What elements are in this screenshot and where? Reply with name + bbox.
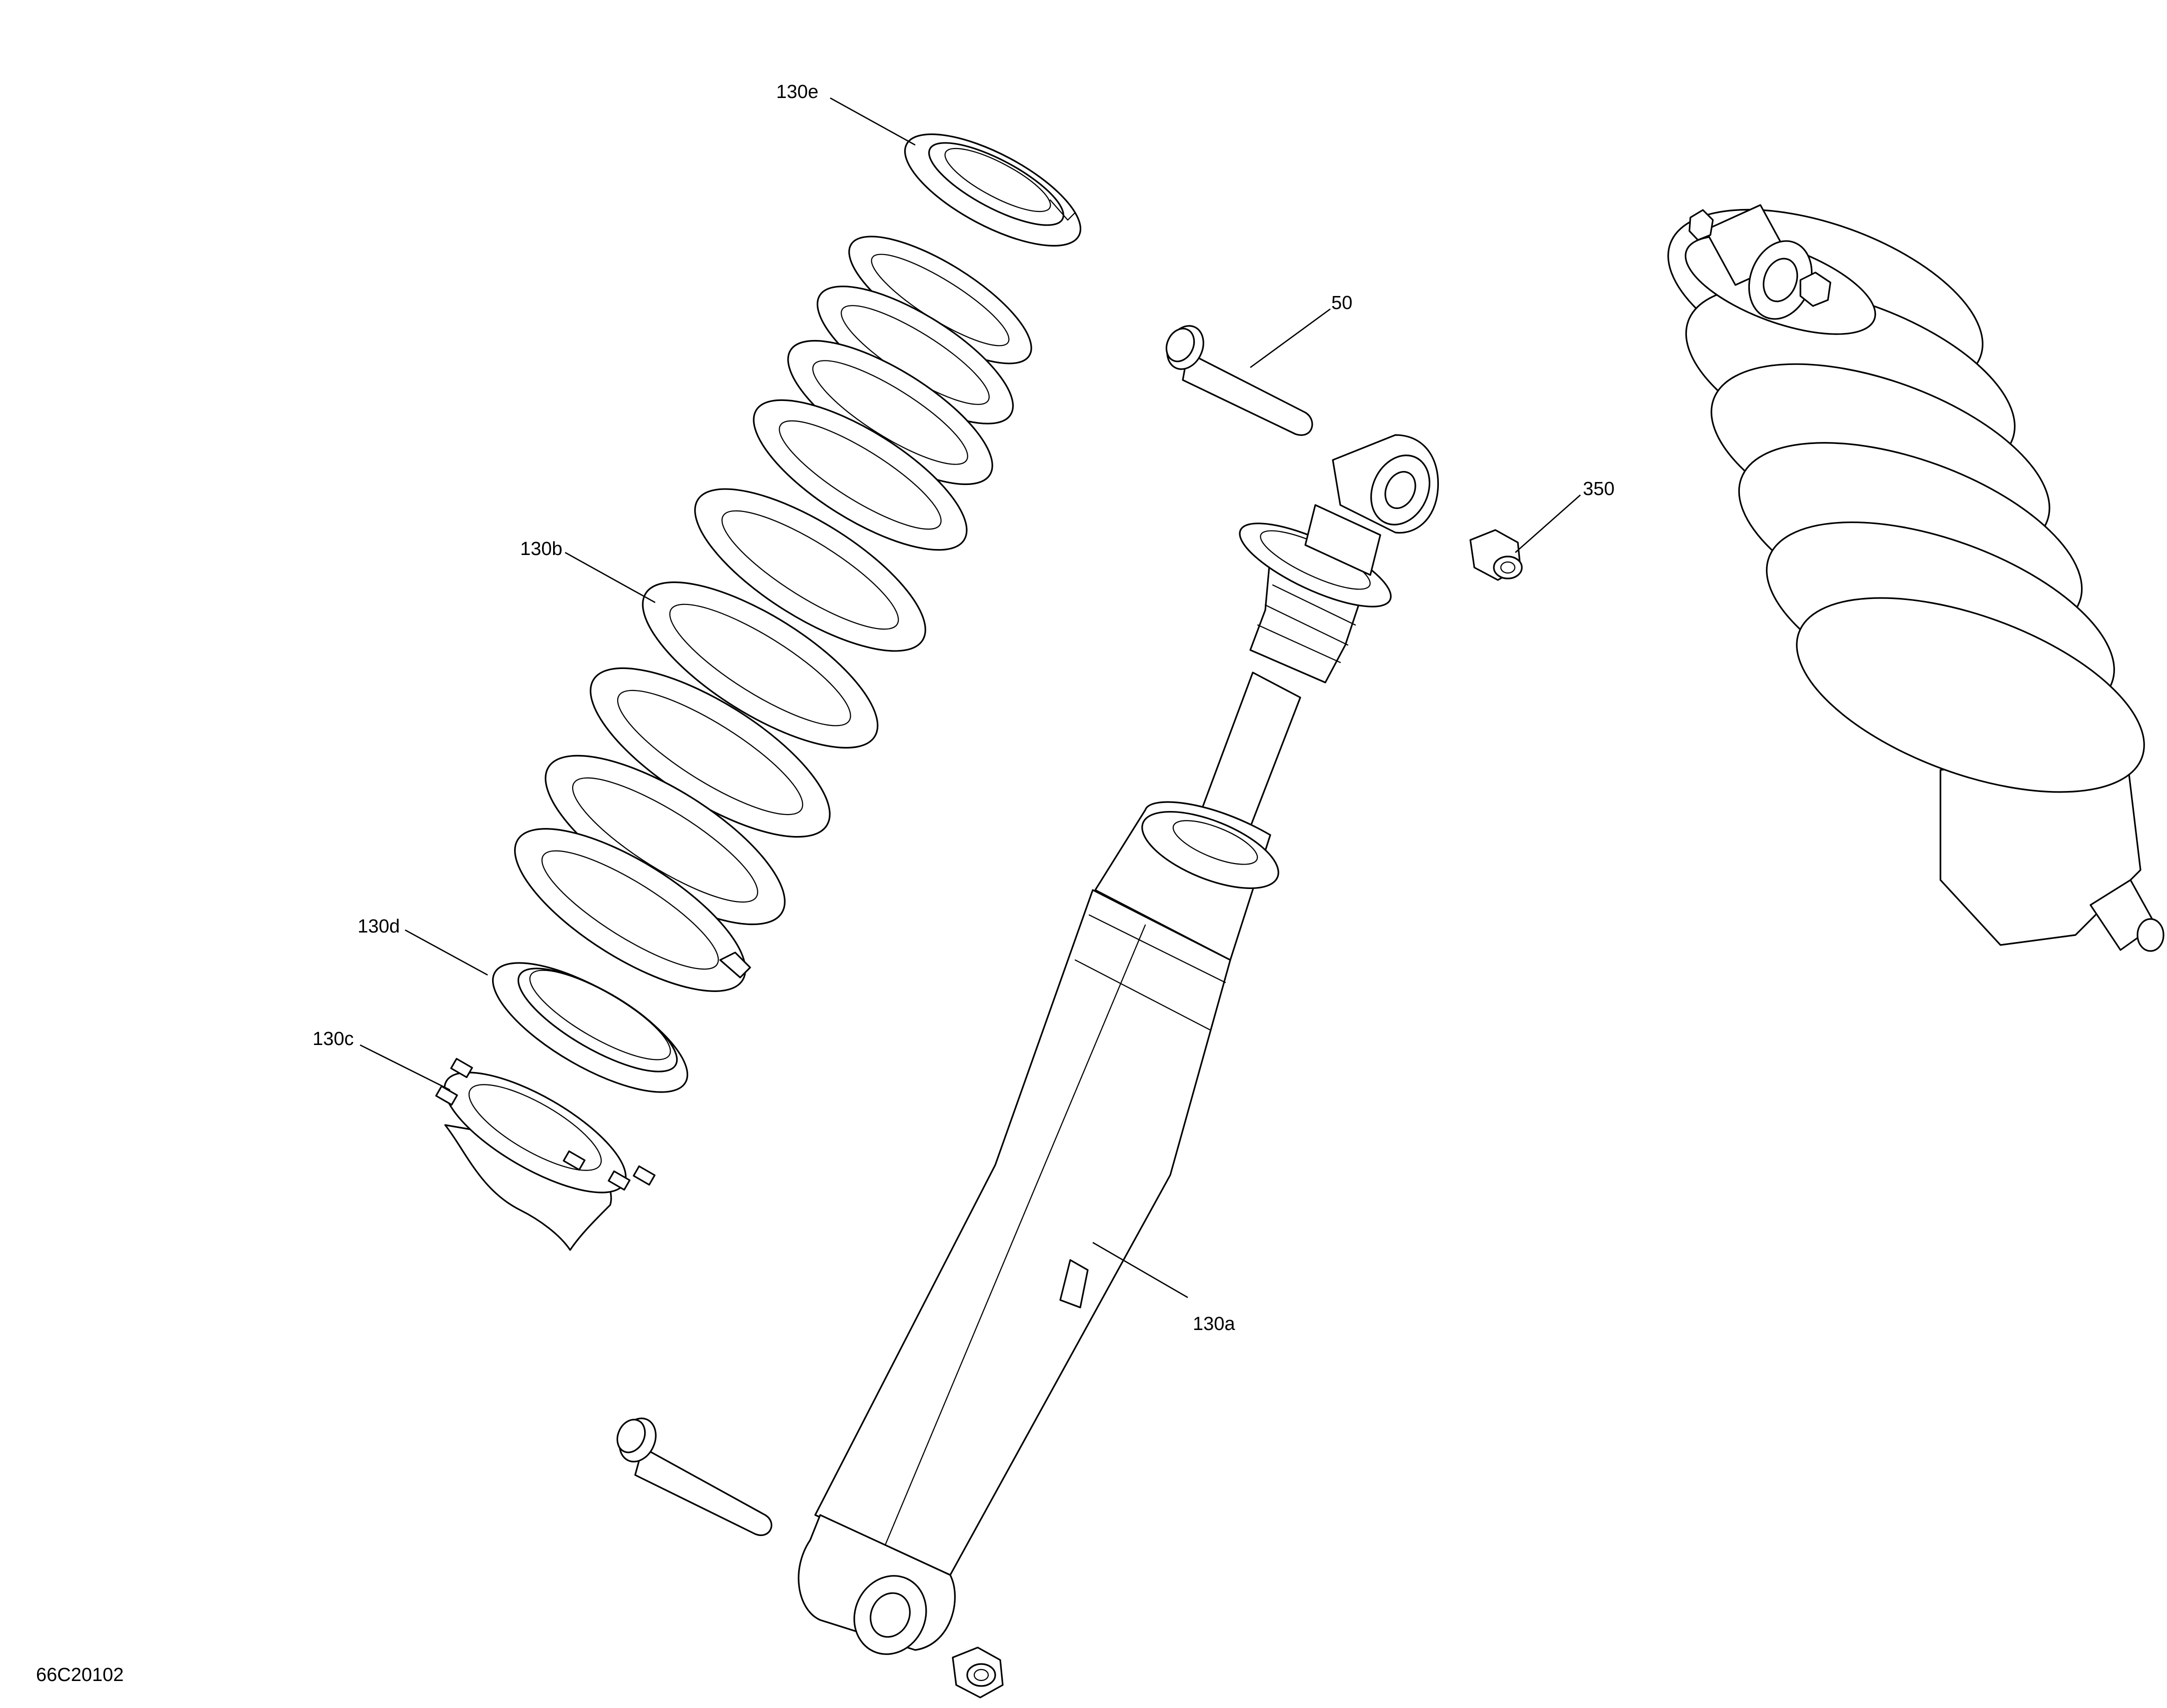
flanged-bolt-upper (1165, 325, 1313, 436)
flanged-nut-upper (1469, 529, 1523, 581)
spring-seat (492, 962, 689, 1093)
drawing-number: 66C20102 (36, 1664, 124, 1686)
callout-130c: 130c (313, 1028, 354, 1050)
assembled-shock (1667, 204, 2164, 952)
callout-50: 50 (1331, 292, 1352, 314)
flanged-bolt-lower (616, 1418, 772, 1536)
callout-130a: 130a (1193, 1314, 1235, 1334)
callout-130b: 130b (520, 538, 563, 560)
shock-absorber (798, 434, 1439, 1655)
leader-130e (830, 97, 916, 146)
leader-50 (1250, 308, 1331, 368)
leader-130c (360, 1044, 451, 1091)
callout-130d: 130d (358, 916, 400, 937)
leader-130b (565, 552, 656, 604)
flanged-nut-lower (952, 1646, 1004, 1698)
leader-130d (405, 929, 488, 976)
adjuster-ring (435, 1058, 656, 1251)
leader-130a (1092, 1242, 1188, 1298)
callout-130e: 130e (776, 82, 819, 102)
upper-spring-retainer (904, 133, 1082, 247)
callout-350: 350 (1583, 478, 1614, 500)
leader-350 (1515, 494, 1581, 553)
callouts: 130e 50 350 130b 130d 130c 130a 66C20102 (36, 82, 1614, 1686)
coil-spring (514, 236, 1032, 992)
